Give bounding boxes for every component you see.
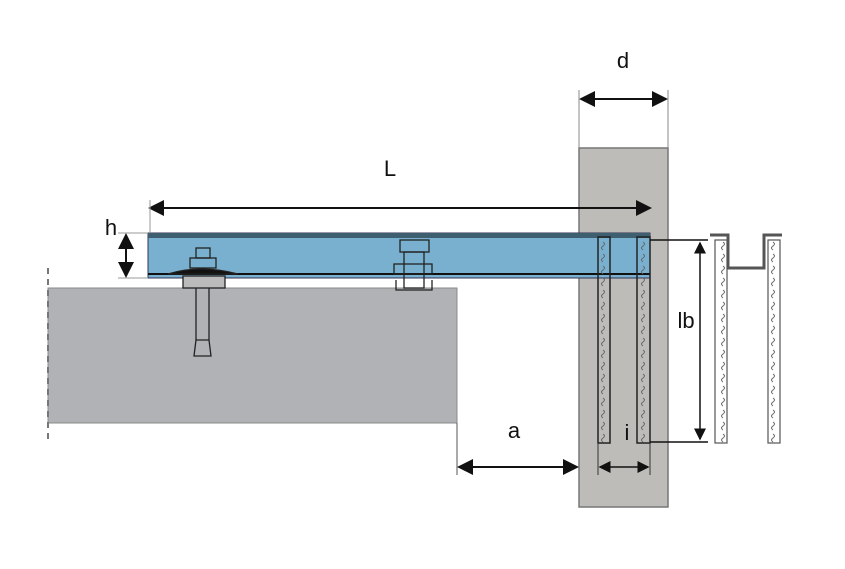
dimension-a: a <box>456 418 579 475</box>
dimension-d: d <box>578 48 669 148</box>
dimension-h: h <box>105 215 148 279</box>
label-d: d <box>617 48 629 73</box>
dimension-L: L <box>148 156 652 233</box>
concrete-slab <box>47 268 458 440</box>
fixing-bolt <box>393 239 433 291</box>
u-rebar-detail <box>710 233 782 444</box>
label-lb: lb <box>677 308 694 333</box>
dimension-i: i <box>597 420 651 475</box>
dimension-lb: lb <box>650 239 708 443</box>
label-L: L <box>384 156 396 181</box>
anchor-bolt <box>167 247 239 357</box>
label-a: a <box>508 418 521 443</box>
column <box>578 147 669 508</box>
rebar-anchors-embedded <box>597 236 651 444</box>
label-i: i <box>625 420 630 445</box>
label-h: h <box>105 215 117 240</box>
